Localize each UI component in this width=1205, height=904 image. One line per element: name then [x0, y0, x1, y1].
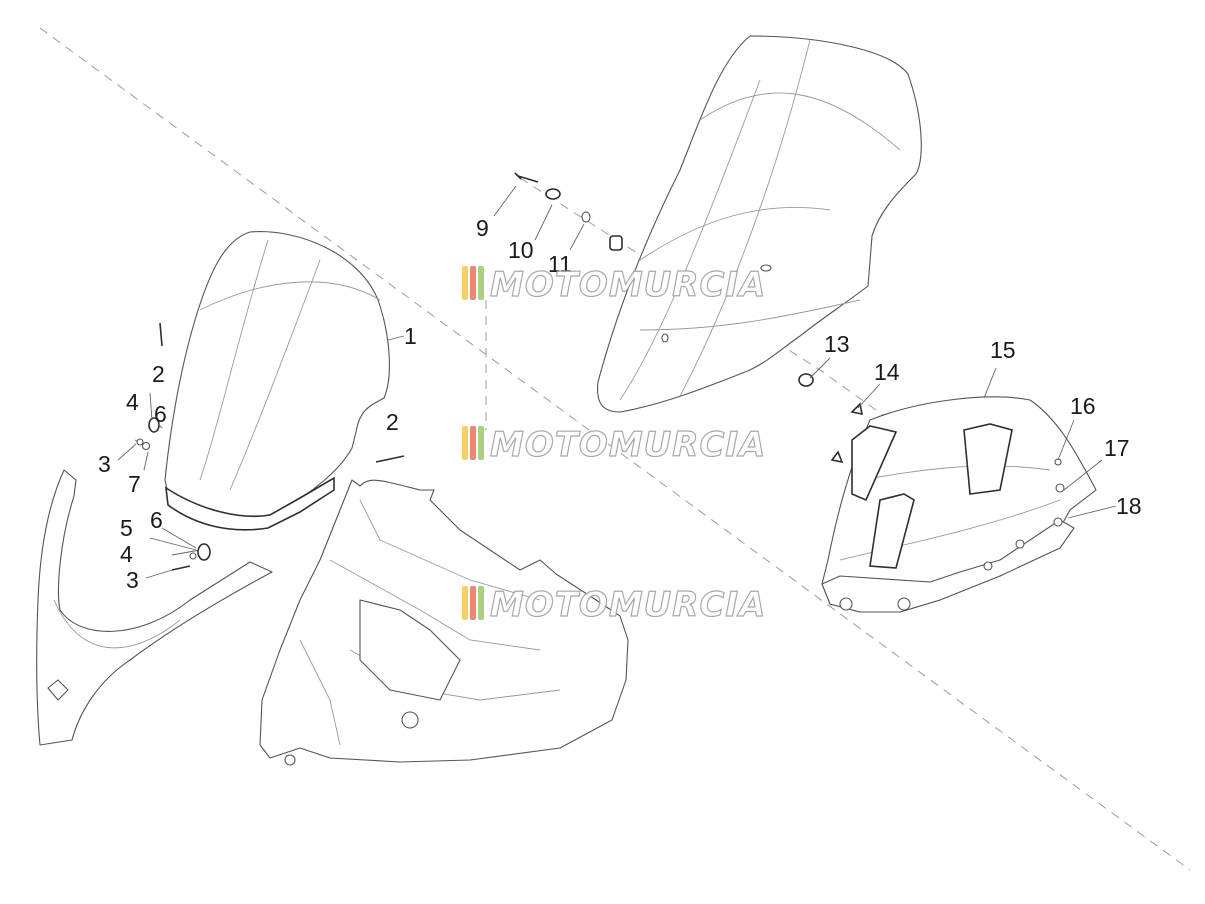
watermark-stripe — [478, 266, 484, 300]
watermark-stripe — [462, 266, 468, 300]
callout-labels: 1 2 2 3 3 4 4 5 6 6 7 9 10 11 13 14 15 1… — [98, 215, 1142, 593]
callout-6: 6 — [150, 507, 163, 533]
callout-6: 6 — [154, 401, 167, 427]
fasteners-left — [134, 322, 405, 571]
callout-17: 17 — [1104, 435, 1130, 461]
small-windshield — [164, 231, 390, 531]
watermark-logo: MOTOMURCIA — [462, 424, 766, 466]
windshield-mount-hardware — [514, 172, 623, 251]
callout-3: 3 — [126, 567, 139, 593]
windshield-support-bracket — [821, 396, 1097, 613]
callout-18: 18 — [1116, 493, 1142, 519]
callout-11: 11 — [548, 251, 572, 277]
large-windshield — [597, 35, 922, 413]
watermark-stripe — [462, 426, 468, 460]
watermark-logo: MOTOMURCIA — [462, 264, 766, 306]
front-trim-panel — [36, 469, 273, 746]
callout-15: 15 — [990, 337, 1016, 363]
leader-lines — [117, 185, 1117, 579]
watermark-stripe — [478, 426, 484, 460]
callout-5: 5 — [120, 515, 133, 541]
watermark-stripe — [470, 266, 476, 300]
callout-10: 10 — [508, 237, 534, 263]
assembly-axis-line — [39, 27, 1191, 871]
callout-14: 14 — [874, 359, 900, 385]
watermark-text: MOTOMURCIA — [490, 585, 766, 625]
watermark-stripe — [478, 586, 484, 620]
callout-16: 16 — [1070, 393, 1096, 419]
callout-4: 4 — [120, 541, 133, 567]
callout-2: 2 — [386, 409, 399, 435]
callout-4: 4 — [126, 389, 139, 415]
callout-3: 3 — [98, 451, 111, 477]
watermark-logo: MOTOMURCIA — [462, 584, 766, 626]
watermark-stripe — [462, 586, 468, 620]
callout-9: 9 — [476, 215, 489, 241]
callout-7: 7 — [128, 471, 141, 497]
callout-13: 13 — [824, 331, 850, 357]
watermark-stripe — [470, 426, 476, 460]
front-fairing-frame — [259, 479, 629, 766]
callout-2: 2 — [152, 361, 165, 387]
watermark-text: MOTOMURCIA — [490, 265, 766, 305]
callout-1: 1 — [404, 323, 417, 349]
watermark-text: MOTOMURCIA — [490, 425, 766, 465]
watermark-stripe — [470, 586, 476, 620]
